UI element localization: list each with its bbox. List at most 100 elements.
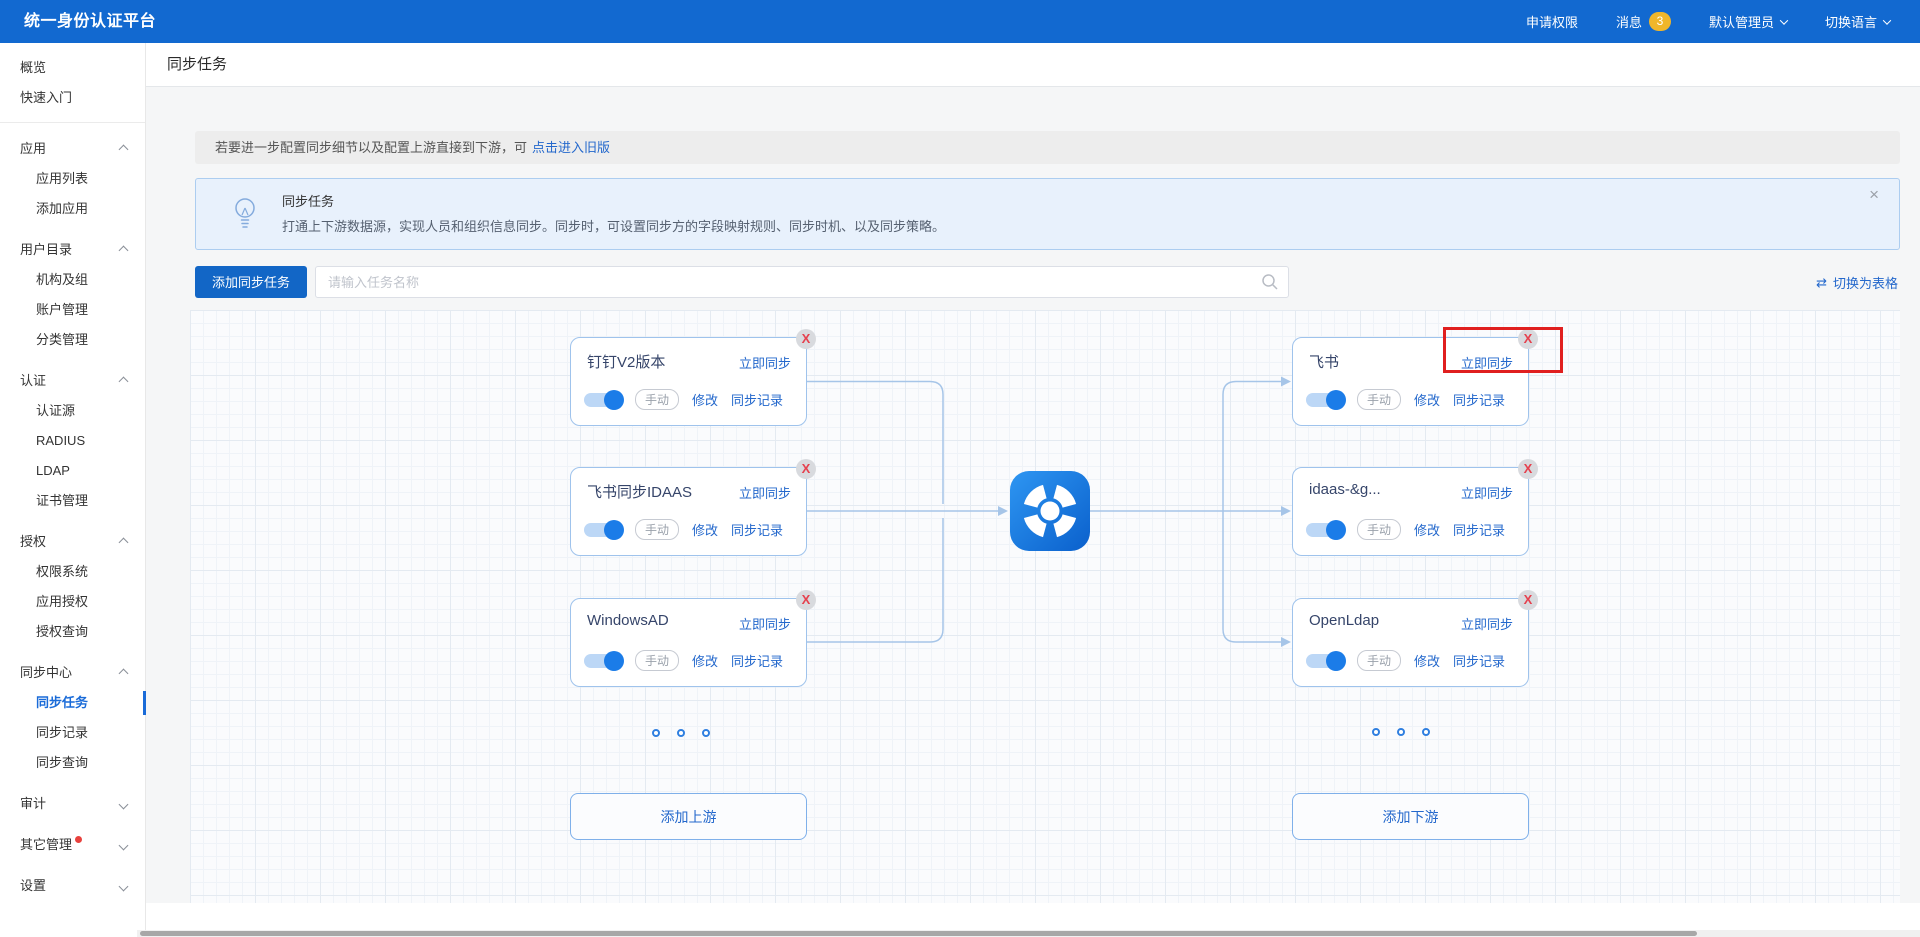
sync-records-link[interactable]: 同步记录: [731, 523, 784, 538]
pagination-dot[interactable]: [702, 729, 710, 737]
apply-permission-link[interactable]: 申请权限: [1525, 15, 1578, 30]
sidebar-item-sync-query[interactable]: 同步查询: [36, 755, 89, 770]
delete-task-icon[interactable]: X: [796, 590, 816, 610]
sync-flow-canvas: X 钉钉V2版本 立即同步 手动 修改 同步记录 X 飞书同步IDAAS 立即同…: [190, 310, 1900, 903]
sidebar-item-classification[interactable]: 分类管理: [36, 332, 89, 347]
sidebar-item-quickstart[interactable]: 快速入门: [20, 90, 73, 105]
chevron-up-icon: [118, 144, 129, 155]
flow-connectors: [807, 376, 1291, 647]
search-icon[interactable]: [1261, 273, 1279, 291]
sync-now-link[interactable]: 立即同步: [1460, 356, 1513, 371]
sidebar-group-apps-header[interactable]: 应用: [0, 134, 145, 164]
mode-badge: 手动: [1357, 389, 1402, 410]
enable-toggle[interactable]: [1306, 389, 1346, 410]
edit-link[interactable]: 修改: [692, 523, 719, 538]
pagination-dot[interactable]: [677, 729, 685, 737]
admin-menu[interactable]: 默认管理员: [1709, 12, 1789, 31]
upstream-card-windowsad: X WindowsAD 立即同步 手动 修改 同步记录: [570, 590, 816, 687]
pagination-dot[interactable]: [1397, 728, 1405, 736]
pagination-dot[interactable]: [1422, 728, 1430, 736]
chevron-up-icon: [118, 668, 129, 679]
sidebar-item-permission-system[interactable]: 权限系统: [36, 564, 89, 579]
info-box-description: 打通上下游数据源，实现人员和组织信息同步。同步时，可设置同步方的字段映射规则、同…: [282, 219, 946, 234]
sidebar-group-authorization-header[interactable]: 授权: [0, 527, 145, 557]
horizontal-scrollbar-thumb[interactable]: [140, 931, 1697, 936]
chevron-down-icon: [1882, 15, 1892, 25]
sidebar-group-other-mgmt: 其它管理: [0, 830, 145, 860]
sync-records-link[interactable]: 同步记录: [731, 393, 784, 408]
sidebar-item-ldap[interactable]: LDAP: [36, 463, 70, 478]
sync-now-link[interactable]: 立即同步: [738, 486, 791, 501]
sync-now-link[interactable]: 立即同步: [1460, 486, 1513, 501]
enable-toggle[interactable]: [1306, 650, 1346, 671]
legacy-version-link[interactable]: 点击进入旧版: [532, 140, 611, 155]
sync-info-box: 同步任务 打通上下游数据源，实现人员和组织信息同步。同步时，可设置同步方的字段映…: [195, 178, 1900, 250]
horizontal-scrollbar[interactable]: [137, 930, 1920, 937]
sidebar-item-cert-mgmt[interactable]: 证书管理: [36, 493, 89, 508]
sync-records-link[interactable]: 同步记录: [1453, 523, 1506, 538]
mode-badge: 手动: [635, 650, 680, 671]
sync-now-link[interactable]: 立即同步: [738, 617, 791, 632]
header-nav: 申请权限 消息 3 默认管理员 切换语言: [1525, 0, 1892, 43]
sidebar: 概览 快速入门 应用 应用列表 添加应用 用户目录 机构及组 账户管理 分类管理…: [0, 43, 146, 937]
delete-task-icon[interactable]: X: [796, 459, 816, 479]
sidebar-group-other-mgmt-header[interactable]: 其它管理: [0, 830, 145, 860]
sidebar-group-auth-header[interactable]: 认证: [0, 366, 145, 396]
card-controls: 手动 修改 同步记录: [584, 519, 783, 540]
sync-records-link[interactable]: 同步记录: [731, 654, 784, 669]
sidebar-item-authorization-query[interactable]: 授权查询: [36, 624, 89, 639]
add-sync-task-button[interactable]: 添加同步任务: [195, 266, 307, 298]
sidebar-item-auth-source[interactable]: 认证源: [36, 403, 76, 418]
task-name: 钉钉V2版本: [587, 354, 666, 371]
sidebar-group-settings-header[interactable]: 设置: [0, 871, 145, 901]
chevron-up-icon: [118, 245, 129, 256]
edit-link[interactable]: 修改: [1414, 654, 1441, 669]
toggle-knob: [604, 389, 624, 410]
sidebar-item-sync-records[interactable]: 同步记录: [36, 725, 89, 740]
sidebar-item-org-groups[interactable]: 机构及组: [36, 272, 89, 287]
chevron-up-icon: [118, 376, 129, 387]
delete-task-icon[interactable]: X: [1518, 329, 1538, 349]
add-downstream-button[interactable]: 添加下游: [1292, 793, 1529, 840]
sidebar-item-app-list[interactable]: 应用列表: [36, 171, 89, 186]
sync-now-link[interactable]: 立即同步: [1460, 617, 1513, 632]
enable-toggle[interactable]: [584, 389, 624, 410]
sidebar-item-radius[interactable]: RADIUS: [36, 433, 86, 448]
language-menu[interactable]: 切换语言: [1825, 12, 1892, 31]
messages-link[interactable]: 消息 3: [1616, 12, 1671, 31]
sidebar-item-app-authorization[interactable]: 应用授权: [36, 594, 89, 609]
delete-task-icon[interactable]: X: [1518, 459, 1538, 479]
sidebar-group-sync-center-header[interactable]: 同步中心: [0, 658, 145, 688]
sync-now-link[interactable]: 立即同步: [738, 356, 791, 371]
pagination-dot[interactable]: [1372, 728, 1380, 736]
delete-task-icon[interactable]: X: [1518, 590, 1538, 610]
sidebar-group-audit: 审计: [0, 789, 145, 819]
close-icon[interactable]: ×: [1869, 185, 1879, 204]
edit-link[interactable]: 修改: [1414, 523, 1441, 538]
enable-toggle[interactable]: [584, 519, 624, 540]
sidebar-item-accounts[interactable]: 账户管理: [36, 302, 89, 317]
chevron-down-icon: [118, 799, 129, 810]
edit-link[interactable]: 修改: [1414, 393, 1441, 408]
sidebar-item-sync-tasks[interactable]: 同步任务: [0, 688, 146, 718]
sidebar-item-add-app[interactable]: 添加应用: [36, 201, 89, 216]
task-search-input[interactable]: [315, 266, 1289, 298]
pagination-dot[interactable]: [652, 729, 660, 737]
switch-to-table-link[interactable]: ⇄ 切换为表格: [1816, 274, 1898, 292]
delete-task-icon[interactable]: X: [796, 329, 816, 349]
downstream-card-openldap: X OpenLdap 立即同步 手动 修改 同步记录: [1292, 590, 1538, 687]
enable-toggle[interactable]: [1306, 519, 1346, 540]
top-header: 统一身份认证平台 申请权限 消息 3 默认管理员 切换语言: [0, 0, 1920, 43]
active-indicator: [143, 691, 146, 715]
edit-link[interactable]: 修改: [692, 393, 719, 408]
sidebar-group-directory-header[interactable]: 用户目录: [0, 235, 145, 265]
sidebar-item-overview[interactable]: 概览: [20, 60, 47, 75]
swap-icon: ⇄: [1816, 274, 1827, 290]
sync-records-link[interactable]: 同步记录: [1453, 393, 1506, 408]
sync-records-link[interactable]: 同步记录: [1453, 654, 1506, 669]
edit-link[interactable]: 修改: [692, 654, 719, 669]
add-upstream-button[interactable]: 添加上游: [570, 793, 807, 840]
enable-toggle[interactable]: [584, 650, 624, 671]
sidebar-group-audit-header[interactable]: 审计: [0, 789, 145, 819]
